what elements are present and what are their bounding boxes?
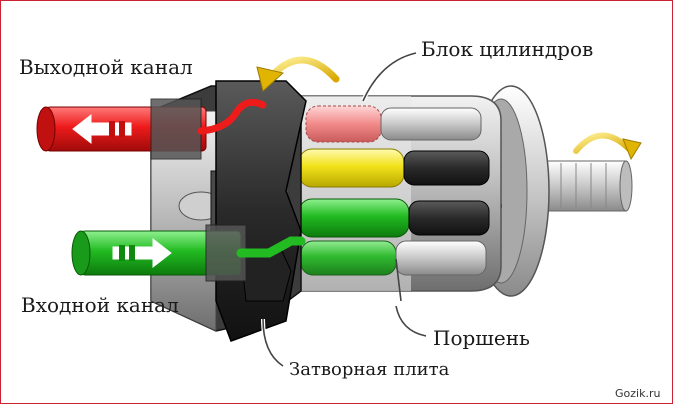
piston-green <box>298 198 490 238</box>
outlet-flow-arrow <box>72 113 132 145</box>
leader-lines-inner <box>262 52 427 367</box>
drive-shaft <box>540 160 633 212</box>
rotation-arrow-top <box>256 56 340 92</box>
piston-red <box>305 105 482 143</box>
piston-lower <box>300 240 487 276</box>
inlet-flow-arrow <box>112 237 172 269</box>
label-valve-plate: Затворная плита <box>289 359 450 380</box>
label-outlet-channel: Выходной канал <box>19 55 193 79</box>
watermark: Gozik.ru <box>615 387 661 400</box>
label-inlet-channel: Входной канал <box>21 293 179 317</box>
piston-yellow <box>298 148 490 188</box>
label-piston: Поршень <box>433 326 530 350</box>
rotation-arrow-right <box>573 132 642 161</box>
label-cylinder-block: Блок цилиндров <box>421 37 594 61</box>
